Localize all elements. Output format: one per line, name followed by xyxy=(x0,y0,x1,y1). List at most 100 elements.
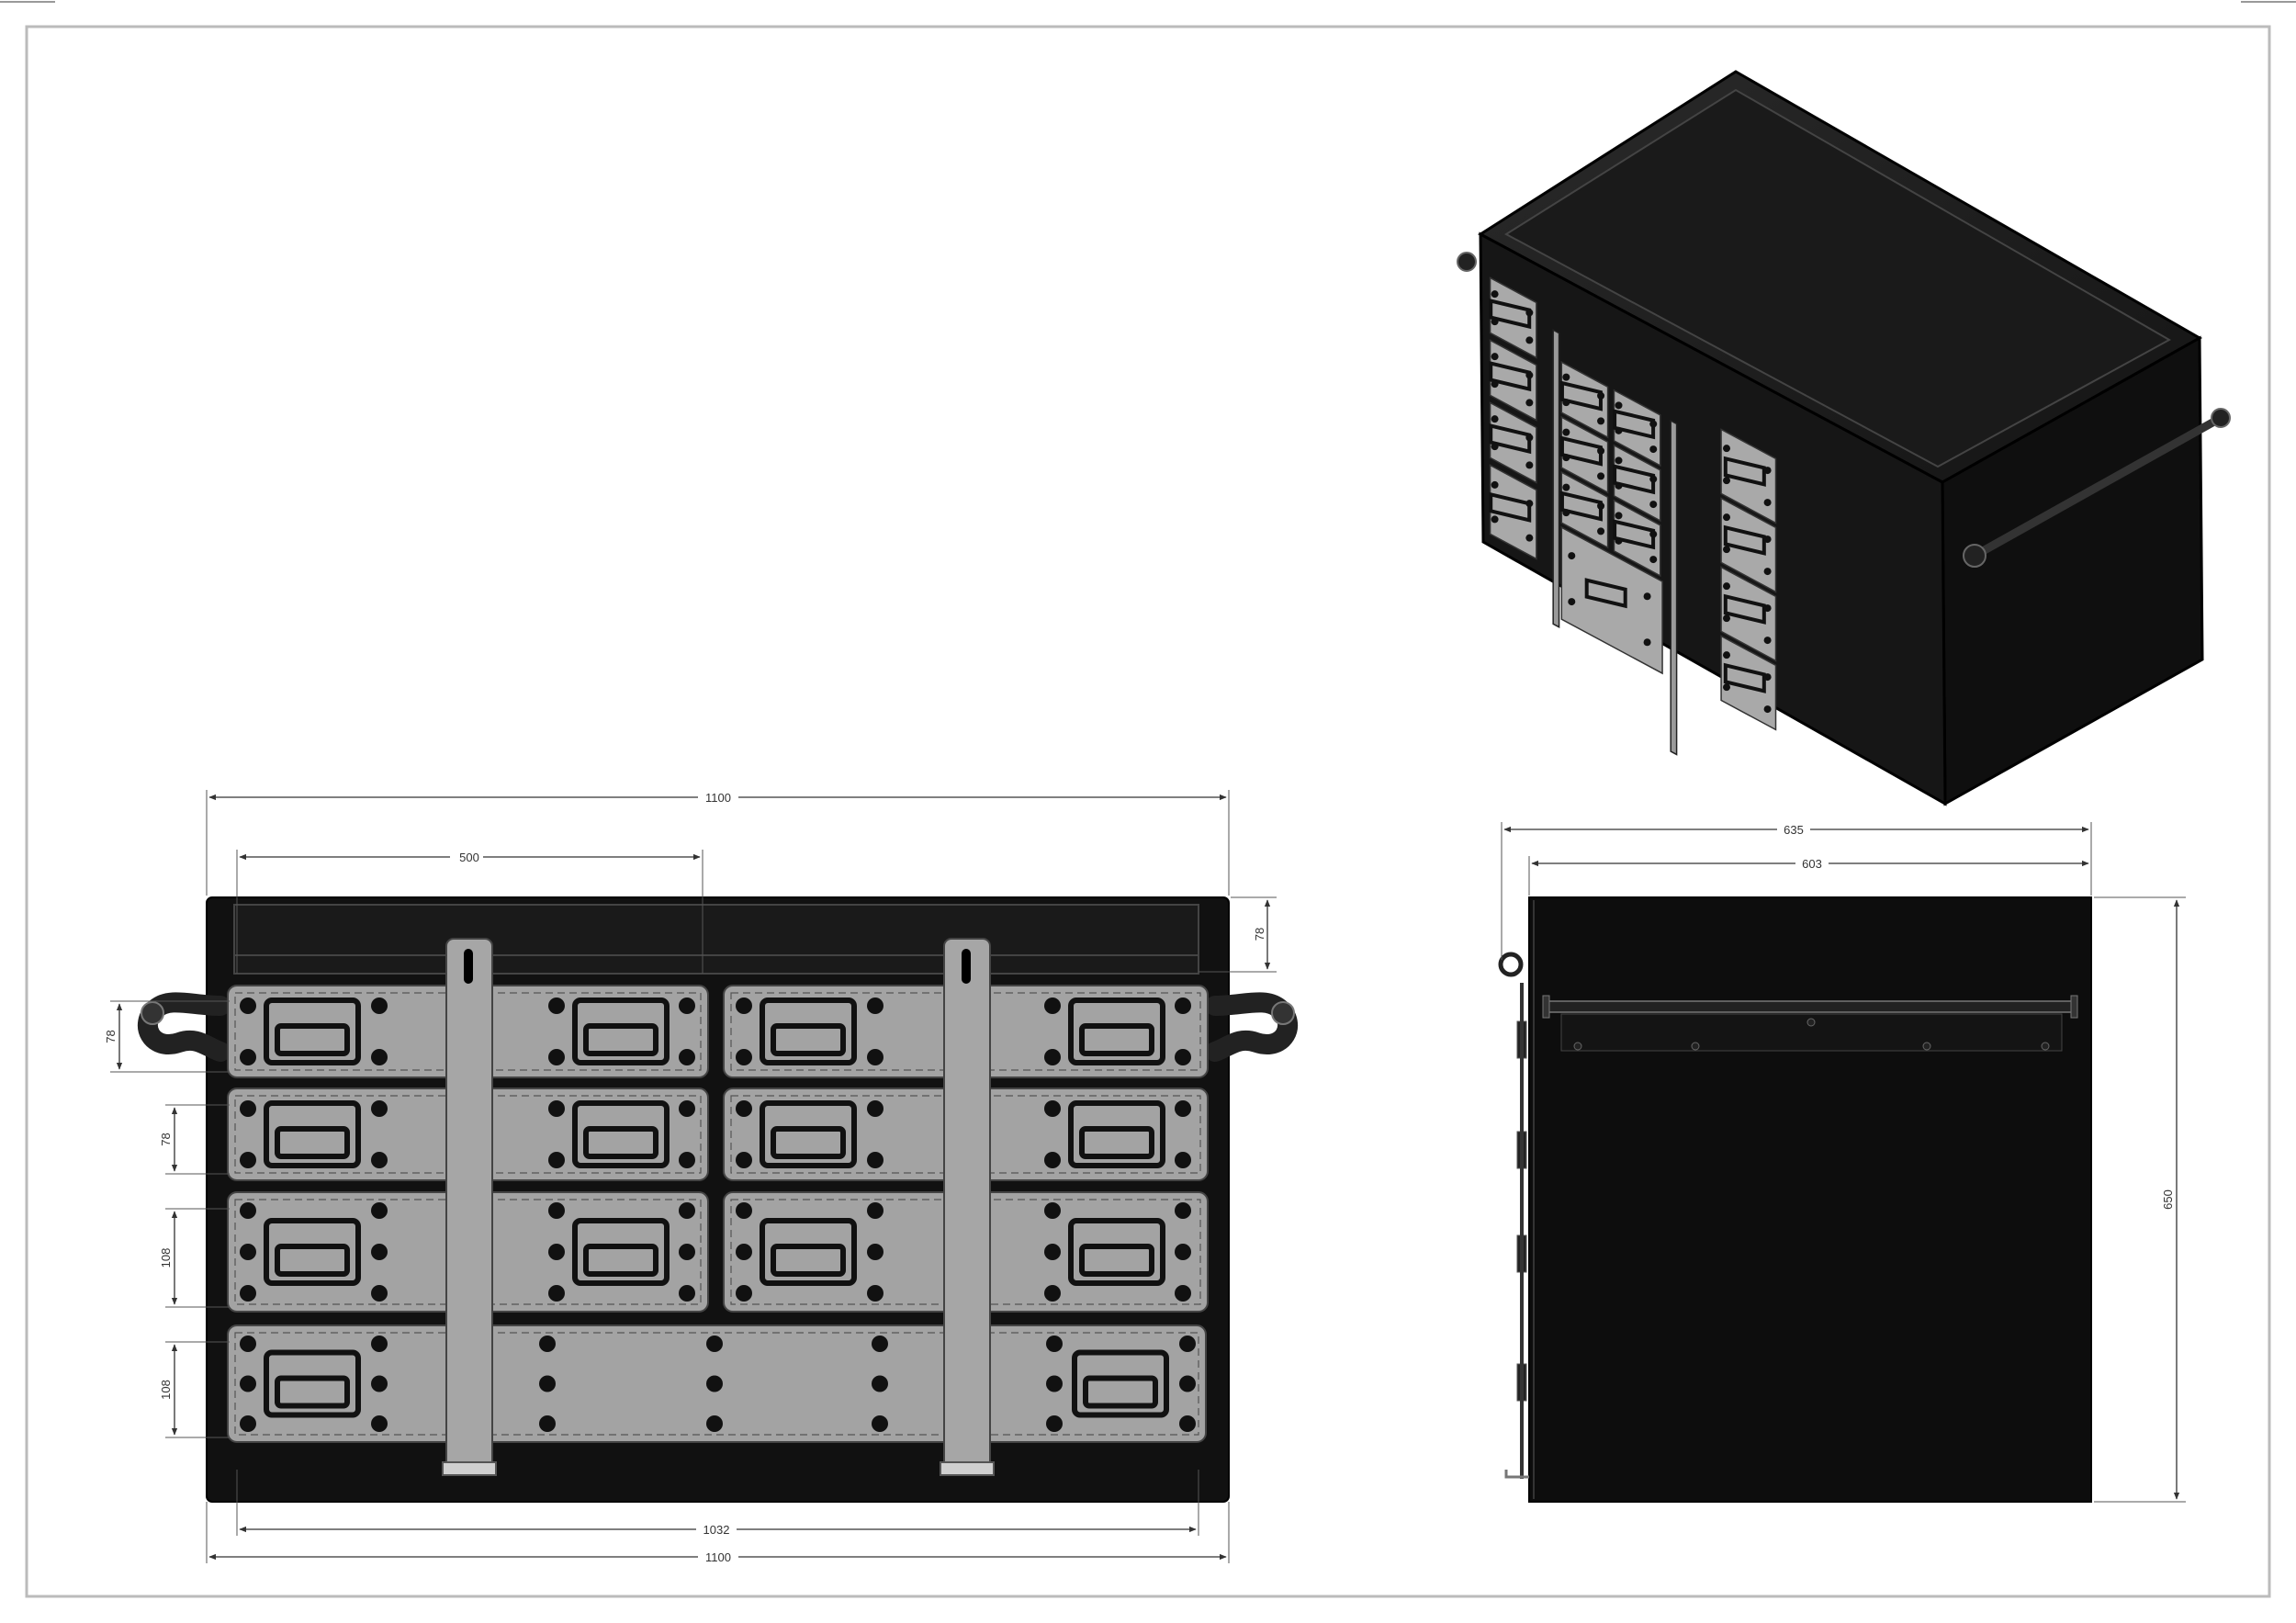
iso-drawer-handle xyxy=(1489,423,1532,455)
iso-bolt xyxy=(1615,481,1623,490)
iso-drawer-handle xyxy=(1489,361,1532,392)
iso-handle-knob-mid xyxy=(1963,544,1986,568)
bolt xyxy=(1044,997,1061,1014)
bolt xyxy=(371,1336,388,1352)
dim-1100-top: 1100 xyxy=(206,790,1230,896)
iso-drawer-handle xyxy=(1559,380,1603,411)
iso-bolt xyxy=(1763,637,1772,645)
iso-bolt xyxy=(1491,353,1499,361)
bolt xyxy=(1175,1100,1191,1117)
iso-bolt xyxy=(1491,318,1499,326)
iso-bolt xyxy=(1723,445,1731,453)
iso-drawer-handle xyxy=(1613,519,1656,550)
front-handle-left-knob xyxy=(141,1001,164,1025)
drawer-handle xyxy=(760,997,857,1065)
bolt xyxy=(679,1285,695,1302)
iso-drawer-panel xyxy=(1720,497,1777,593)
iso-drawer-handle xyxy=(1559,435,1603,467)
drawer-front xyxy=(227,1324,1207,1443)
iso-drawer-handle xyxy=(1723,662,1766,693)
bolt xyxy=(736,1285,752,1302)
iso-drawer-panel xyxy=(1720,635,1777,731)
iso-bolt xyxy=(1597,502,1605,510)
iso-bolt xyxy=(1643,592,1651,601)
side-rail-bolt-2 xyxy=(1691,1042,1700,1051)
drawer-handle xyxy=(264,1349,361,1418)
bolt xyxy=(371,1202,388,1219)
side-rail xyxy=(1545,1000,2075,1013)
bolt xyxy=(679,1100,695,1117)
iso-drawer-handle xyxy=(1723,593,1766,625)
dim-1100-bottom: 1100 xyxy=(206,1502,1230,1564)
left-dim-label: 78 xyxy=(104,1030,118,1043)
drawer-handle-grip xyxy=(583,1126,658,1159)
iso-top-inner xyxy=(1504,88,2172,468)
iso-bolt xyxy=(1723,477,1731,485)
drawer-inner-outline xyxy=(234,1332,1199,1436)
bolt xyxy=(371,1415,388,1432)
left-dim: 78 xyxy=(159,1104,230,1175)
iso-bolt xyxy=(1597,391,1605,400)
bolt xyxy=(240,1152,256,1168)
dim-650-label: 650 xyxy=(2161,1189,2175,1210)
bolt xyxy=(1046,1336,1063,1352)
dim-603: 603 xyxy=(1528,856,2089,896)
left-dim: 108 xyxy=(159,1341,230,1438)
bolt xyxy=(1179,1415,1196,1432)
bolt xyxy=(736,1244,752,1260)
iso-bolt xyxy=(1763,499,1772,507)
bolt xyxy=(706,1415,723,1432)
front-handle-right xyxy=(1205,992,1299,1062)
bolt xyxy=(1175,1244,1191,1260)
iso-bolt xyxy=(1562,509,1570,517)
bolt xyxy=(679,997,695,1014)
iso-bolt xyxy=(1763,535,1772,544)
iso-bolt xyxy=(1597,527,1605,535)
iso-bolt xyxy=(1491,443,1499,451)
bolt xyxy=(1175,1285,1191,1302)
iso-bolt xyxy=(1649,556,1658,564)
bolt xyxy=(371,1049,388,1065)
iso-bolt xyxy=(1649,530,1658,538)
side-rail-bolt-3 xyxy=(1806,1018,1816,1027)
bolt xyxy=(1046,1415,1063,1432)
side-foot xyxy=(1504,1470,1529,1479)
iso-drawer-handle xyxy=(1613,409,1656,440)
drawer-handle xyxy=(760,1100,857,1168)
left-dim: 108 xyxy=(159,1208,230,1308)
iso-bolt xyxy=(1568,552,1576,560)
iso-bolt xyxy=(1491,415,1499,423)
iso-drawer-handle xyxy=(1723,456,1766,487)
bolt xyxy=(736,1049,752,1065)
bolt xyxy=(240,997,256,1014)
drawer-handle-grip xyxy=(1079,1126,1154,1159)
drawer-handle xyxy=(760,1218,857,1286)
bolt xyxy=(548,1049,565,1065)
iso-bolt xyxy=(1491,380,1499,389)
iso-bolt xyxy=(1491,480,1499,489)
iso-drawer-handle xyxy=(1489,491,1532,523)
drawer-handle xyxy=(572,1218,670,1286)
iso-drawer-handle xyxy=(1613,464,1656,495)
bolt xyxy=(1179,1375,1196,1392)
bolt xyxy=(371,997,388,1014)
front-handle-left xyxy=(137,992,231,1062)
iso-bolt xyxy=(1763,568,1772,576)
iso-side-bar xyxy=(1972,414,2223,559)
iso-bolt xyxy=(1643,638,1651,647)
iso-bolt xyxy=(1615,401,1623,410)
drawer-handle-grip xyxy=(583,1244,658,1277)
drawer-handle-grip xyxy=(583,1023,658,1056)
bolt xyxy=(548,1202,565,1219)
iso-bolt xyxy=(1649,420,1658,428)
iso-bolt xyxy=(1615,456,1623,465)
drawer-handle-grip xyxy=(771,1126,846,1159)
side-rail-bolt-1 xyxy=(1573,1042,1582,1051)
drawer-handle-grip xyxy=(275,1126,350,1159)
left-dim-label: 78 xyxy=(159,1133,173,1145)
drawer-handle xyxy=(1072,1349,1169,1418)
side-rail-end-right xyxy=(2070,995,2078,1019)
iso-bolt xyxy=(1562,454,1570,462)
iso-bolt xyxy=(1491,515,1499,524)
bolt xyxy=(371,1244,388,1260)
